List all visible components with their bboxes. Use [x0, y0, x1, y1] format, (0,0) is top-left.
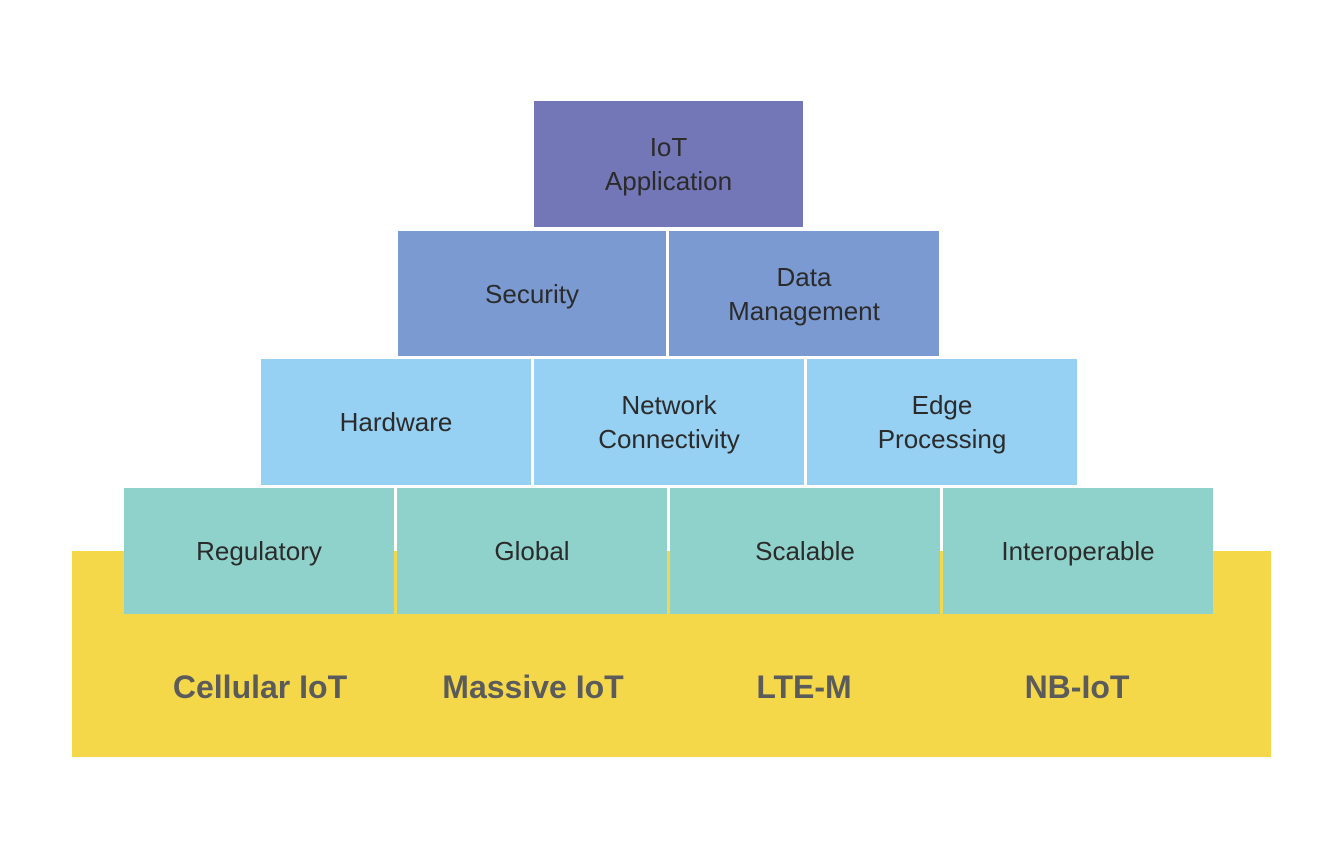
block-scalable: Scalable — [670, 488, 940, 614]
base-label-nb-iot: NB-IoT — [1024, 669, 1130, 705]
block-hardware: Hardware — [261, 359, 531, 485]
block-global: Global — [397, 488, 667, 614]
block-interoperable: Interoperable — [943, 488, 1213, 614]
block-iot-application: IoT Application — [534, 101, 803, 227]
block-label: Security — [485, 278, 579, 309]
block-label: Hardware — [339, 407, 453, 437]
block-label: IoT Application — [604, 132, 733, 196]
base-label-cellular-iot: Cellular IoT — [172, 669, 348, 705]
block-data-management: Data Management — [669, 231, 939, 356]
block-label: Edge Processing — [877, 390, 1007, 454]
block-label: Global — [494, 536, 570, 566]
block-edge-processing: Edge Processing — [807, 359, 1077, 485]
block-label: Network Connectivity — [598, 390, 740, 454]
block-network-connectivity: Network Connectivity — [534, 359, 804, 485]
base-label-massive-iot: Massive IoT — [442, 669, 624, 705]
block-label: Interoperable — [1001, 536, 1155, 566]
block-label: Data Management — [728, 261, 880, 326]
block-regulatory: Regulatory — [124, 488, 394, 614]
block-label: Scalable — [755, 536, 855, 566]
block-label: Regulatory — [196, 536, 322, 566]
base-label-lte-m: LTE-M — [756, 669, 852, 705]
block-security: Security — [398, 231, 666, 356]
